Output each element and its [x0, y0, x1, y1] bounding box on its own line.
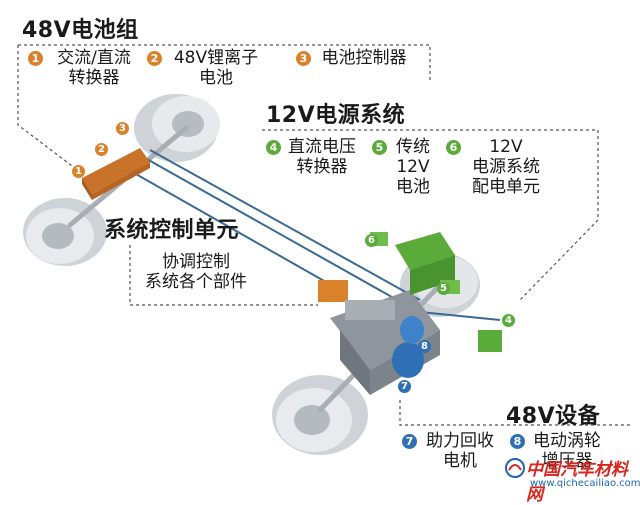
control-unit-shape [318, 280, 348, 302]
diagram-badge-5: 5 [437, 282, 450, 295]
power12v-item4-badge: 4 [266, 140, 281, 155]
battery48v-item1-label: 交流/直流 转换器 [57, 48, 131, 88]
device48v-item8-label: 电动涡轮 增压器 [533, 431, 601, 471]
battery-pack-shape [82, 148, 150, 200]
power12v-border [262, 129, 599, 301]
diagram-badge-8: 8 [418, 340, 431, 353]
battery48v-item2-label: 48V锂离子 电池 [173, 48, 259, 88]
device48v-border [399, 400, 633, 426]
motor-shape [392, 316, 424, 378]
diagram-badge-2: 2 [95, 143, 108, 156]
power12v-item6-badge: 6 [446, 140, 461, 155]
watermark-logo-icon [505, 458, 525, 478]
watermark-url: www.qichecailiao.com [530, 478, 640, 489]
battery48v-item3-label: 电池控制器 [321, 48, 407, 68]
wheel-rear-left [23, 198, 107, 266]
diagram-badge-4: 4 [502, 314, 515, 327]
control-label: 协调控制 系统各个部件 [145, 252, 247, 292]
diagram-badge-6: 6 [365, 234, 378, 247]
wheel-front-left [134, 94, 220, 162]
battery48v-item1-badge: 1 [28, 51, 43, 66]
control-title: 系统控制单元 [104, 218, 240, 243]
device48v-item8-badge: 8 [510, 434, 525, 449]
device48v-title: 48V设备 [506, 404, 601, 429]
power12v-item6-label: 12V 电源系统 配电单元 [472, 137, 540, 197]
power12v-title: 12V电源系统 [266, 103, 406, 128]
diagram-badge-3: 3 [116, 122, 129, 135]
power12v-item4-label: 直流电压 转换器 [288, 137, 356, 177]
battery48v-item3-badge: 3 [296, 51, 311, 66]
power12v-item5-label: 传统 12V 电池 [396, 137, 430, 197]
diagram-badge-1: 1 [72, 165, 85, 178]
callout-borders [17, 44, 633, 426]
device48v-item7-label: 助力回收 电机 [426, 431, 494, 471]
control-border [129, 245, 318, 306]
diagram-badge-7: 7 [398, 380, 411, 393]
wheel-rear-right [272, 375, 368, 455]
power12v-item5-badge: 5 [372, 140, 387, 155]
device48v-item7-badge: 7 [402, 434, 417, 449]
battery48v-title: 48V电池组 [22, 18, 139, 43]
battery48v-item2-badge: 2 [147, 51, 162, 66]
